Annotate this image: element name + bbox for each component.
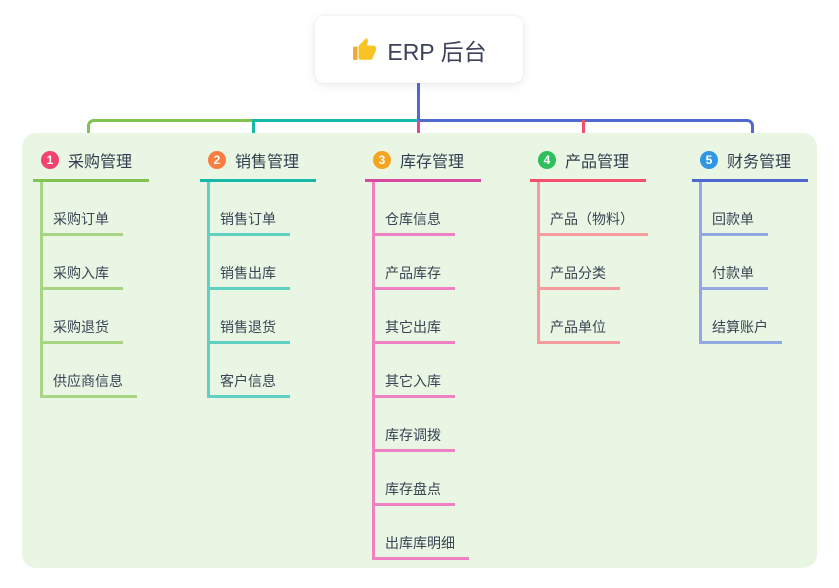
- child-node[interactable]: 采购退货: [43, 290, 123, 344]
- root-node[interactable]: ERP 后台: [315, 16, 523, 83]
- branch-label: 产品管理: [565, 154, 630, 171]
- branch-number-badge: 3: [373, 151, 391, 169]
- child-node[interactable]: 库存盘点: [375, 452, 455, 506]
- child-node[interactable]: 采购入库: [43, 236, 123, 290]
- branch-5: 5 财务管理回款单付款单结算账户: [692, 148, 809, 344]
- branch-children: 采购订单采购入库采购退货供应商信息: [40, 182, 149, 398]
- child-node[interactable]: 仓库信息: [375, 182, 455, 236]
- child-node[interactable]: 产品库存: [375, 236, 455, 290]
- branch-1: 1 采购管理采购订单采购入库采购退货供应商信息: [33, 148, 150, 398]
- child-node[interactable]: 客户信息: [210, 344, 290, 398]
- branch-label: 财务管理: [727, 154, 792, 171]
- child-node[interactable]: 供应商信息: [43, 344, 137, 398]
- branch-header-3[interactable]: 3 库存管理: [365, 148, 482, 182]
- child-node[interactable]: 出库库明细: [375, 506, 469, 560]
- branch-4: 4 产品管理产品（物料）产品分类产品单位: [530, 148, 648, 344]
- child-node[interactable]: 销售退货: [210, 290, 290, 344]
- branch-number-badge: 5: [700, 151, 718, 169]
- branch-label: 销售管理: [235, 154, 300, 171]
- branch-label: 库存管理: [400, 154, 465, 171]
- child-node[interactable]: 产品（物料）: [540, 182, 648, 236]
- branch-header-1[interactable]: 1 采购管理: [33, 148, 150, 182]
- branch-children: 产品（物料）产品分类产品单位: [537, 182, 648, 344]
- child-node[interactable]: 产品分类: [540, 236, 620, 290]
- connector-root-line: [417, 83, 420, 120]
- branch-2: 2 销售管理销售订单销售出库销售退货客户信息: [200, 148, 317, 398]
- root-label: ERP 后台: [387, 38, 487, 65]
- child-node[interactable]: 其它入库: [375, 344, 455, 398]
- child-node[interactable]: 库存调拨: [375, 398, 455, 452]
- child-node[interactable]: 采购订单: [43, 182, 123, 236]
- mindmap-panel: [22, 133, 817, 568]
- child-node[interactable]: 回款单: [702, 182, 768, 236]
- child-node[interactable]: 付款单: [702, 236, 768, 290]
- branch-number-badge: 1: [41, 151, 59, 169]
- thumbs-up-icon: [351, 37, 377, 63]
- child-node[interactable]: 其它出库: [375, 290, 455, 344]
- branch-header-2[interactable]: 2 销售管理: [200, 148, 317, 182]
- child-node[interactable]: 销售出库: [210, 236, 290, 290]
- branch-children: 销售订单销售出库销售退货客户信息: [207, 182, 316, 398]
- child-node[interactable]: 销售订单: [210, 182, 290, 236]
- branch-children: 回款单付款单结算账户: [699, 182, 808, 344]
- branch-3: 3 库存管理仓库信息产品库存其它出库其它入库库存调拨库存盘点出库库明细: [365, 148, 482, 560]
- child-node[interactable]: 产品单位: [540, 290, 620, 344]
- branch-number-badge: 4: [538, 151, 556, 169]
- branch-number-badge: 2: [208, 151, 226, 169]
- branch-header-5[interactable]: 5 财务管理: [692, 148, 809, 182]
- branch-label: 采购管理: [68, 154, 133, 171]
- branch-header-4[interactable]: 4 产品管理: [530, 148, 647, 182]
- child-node[interactable]: 结算账户: [702, 290, 782, 344]
- branch-children: 仓库信息产品库存其它出库其它入库库存调拨库存盘点出库库明细: [372, 182, 481, 560]
